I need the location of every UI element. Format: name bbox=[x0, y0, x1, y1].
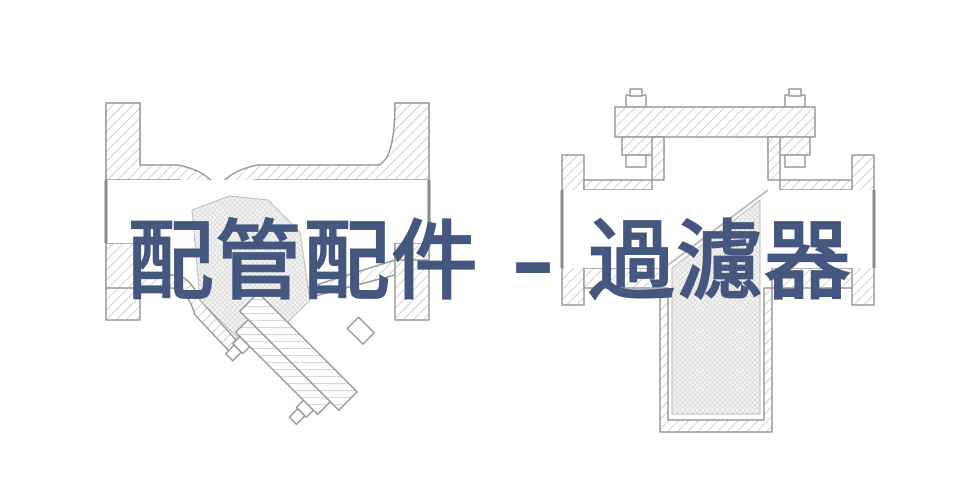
basket-housing bbox=[659, 287, 773, 433]
basket-bolt-right-top bbox=[784, 94, 806, 108]
basket-strainer-cross-section-icon bbox=[560, 88, 876, 433]
y-strainer-cross-section-icon bbox=[104, 102, 431, 426]
basket-screen bbox=[671, 199, 761, 415]
y-strainer-drain-plug bbox=[346, 316, 375, 345]
y-strainer-cap-plate bbox=[234, 318, 332, 416]
y-strainer-screen bbox=[191, 195, 311, 341]
basket-bolt-left-top bbox=[625, 94, 647, 108]
page-title: 配管配件 – 過濾器 bbox=[127, 212, 853, 312]
basket-cover-plate bbox=[614, 106, 816, 138]
basket-baffle bbox=[663, 189, 769, 269]
